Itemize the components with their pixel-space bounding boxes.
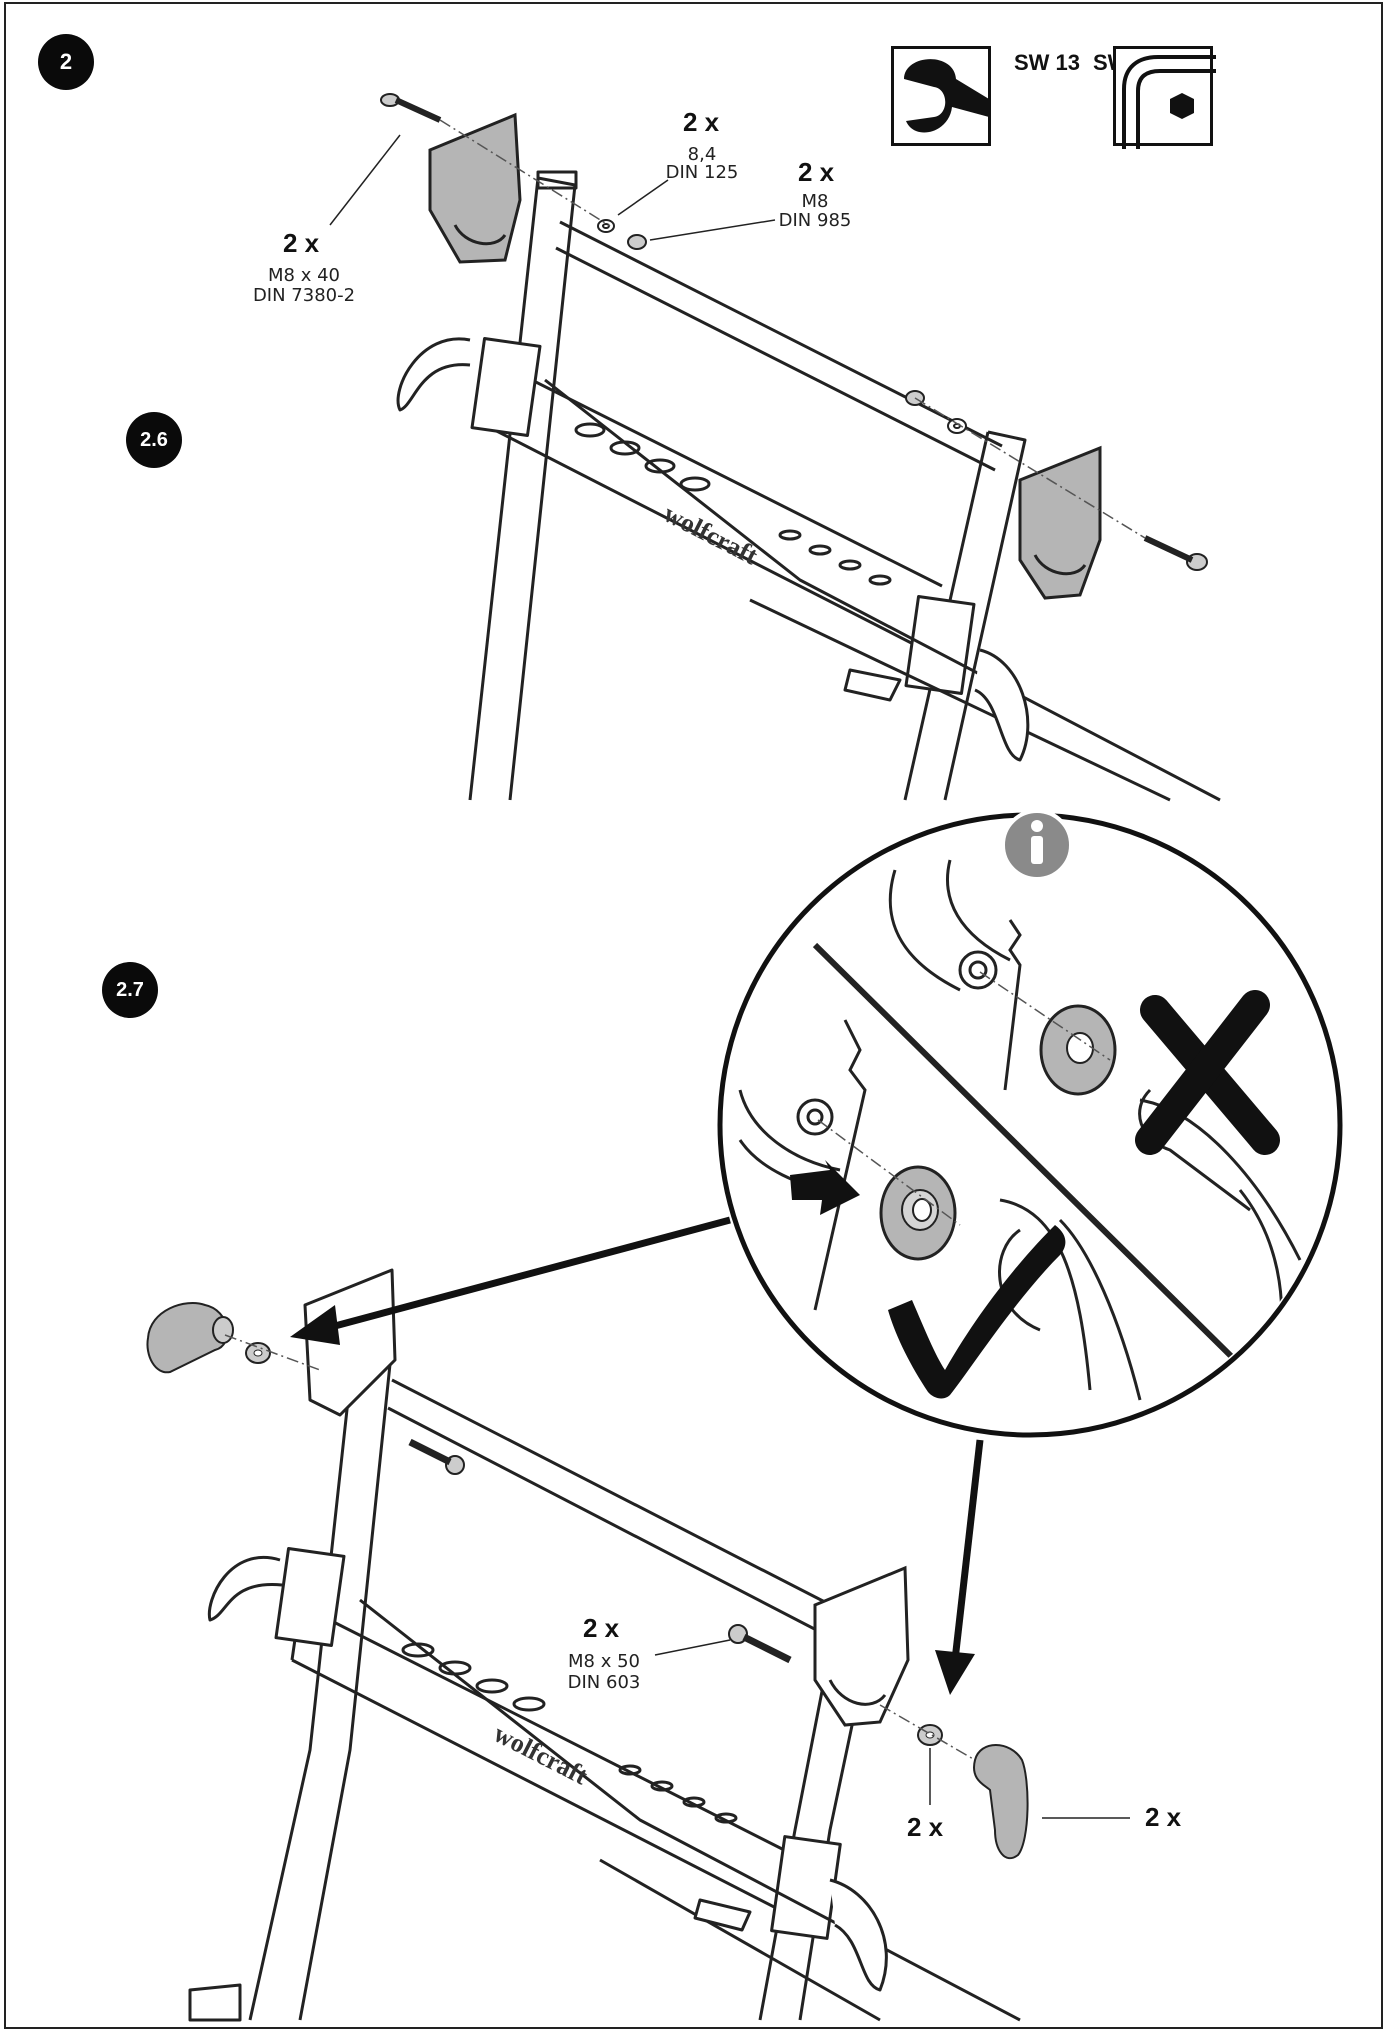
- washer-size-label: 8,4: [687, 144, 717, 165]
- page-frame: [4, 2, 1383, 2029]
- section-badge-2-7: 2.7: [102, 962, 158, 1018]
- screw-part-right: [1143, 535, 1208, 571]
- nut-standard-label: DIN 985: [778, 210, 852, 231]
- knob-qty-label: 2 x: [1145, 1802, 1182, 1832]
- step-badge-2: 2: [38, 34, 94, 90]
- bolt-qty-label: 2 x: [583, 1613, 620, 1643]
- screw-part-left: [380, 93, 442, 123]
- wrench-size-label: SW 13: [1014, 50, 1081, 75]
- screw-size-label: M8 x 40: [268, 265, 340, 286]
- screw-standard-label: DIN 7380-2: [252, 285, 356, 306]
- wrench-icon: [891, 46, 991, 146]
- hex-key-icon: [1113, 46, 1216, 149]
- assembly-illustration-2-6: [329, 93, 1221, 802]
- mounting-plate-right: [1018, 445, 1102, 600]
- nut-size-label: M8: [801, 191, 829, 212]
- washer-standard-label: DIN 125: [665, 162, 739, 183]
- nut-qty-label: 2 x: [798, 157, 835, 187]
- section-badge-2-6: 2.6: [126, 412, 182, 468]
- bolt-size-label: M8 x 50: [568, 1651, 640, 1672]
- mounting-plate-left: [428, 112, 522, 264]
- washer-qty-label-2-7: 2 x: [907, 1812, 944, 1842]
- washer-qty-label: 2 x: [683, 107, 720, 137]
- bolt-standard-label: DIN 603: [567, 1672, 641, 1693]
- screw-qty-label: 2 x: [283, 228, 320, 258]
